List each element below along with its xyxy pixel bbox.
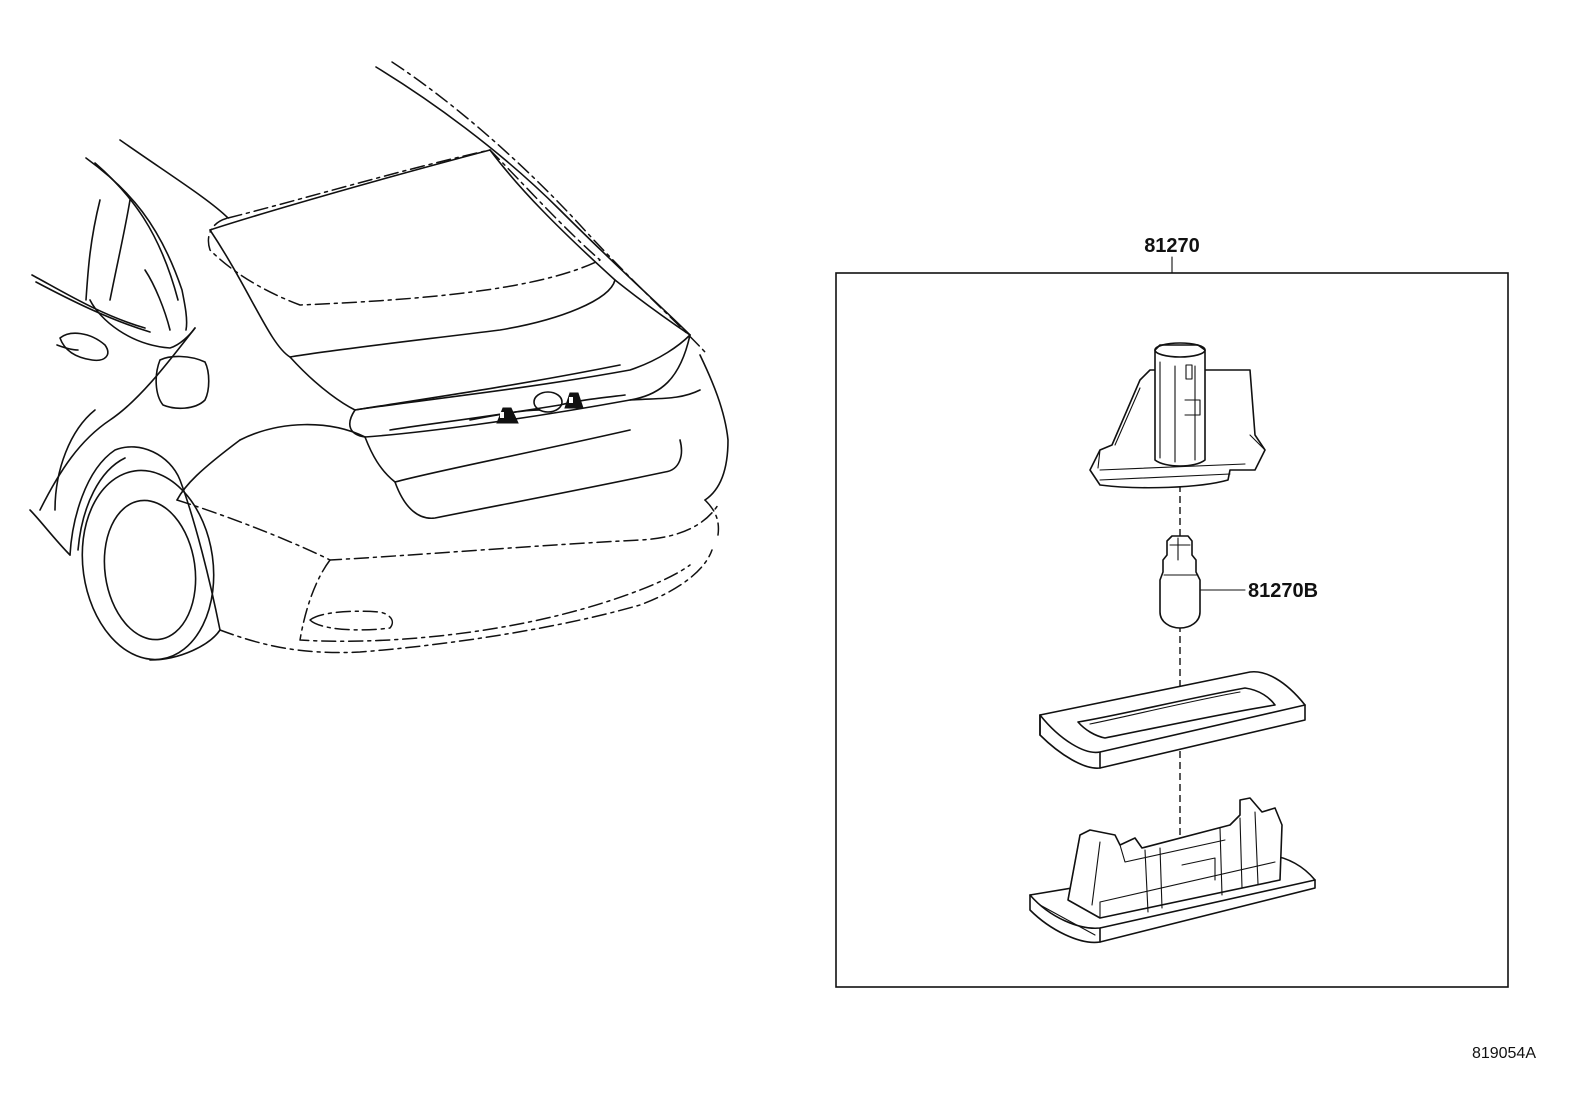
bulb-icon bbox=[1159, 535, 1201, 629]
bulb-part-number-label: 81270B bbox=[1248, 580, 1318, 602]
bulb-socket-icon bbox=[1089, 342, 1266, 489]
lens-housing-icon bbox=[1029, 797, 1316, 944]
emblem-icon bbox=[533, 391, 563, 413]
diagram-reference-number: 819054A bbox=[1472, 1045, 1536, 1062]
gasket-icon bbox=[1039, 670, 1306, 769]
callout-box: 81270 bbox=[835, 235, 1509, 988]
license-light-right-icon bbox=[564, 392, 584, 409]
assembly-part-number-label: 81270 bbox=[1144, 235, 1200, 257]
license-light-left-icon bbox=[496, 407, 519, 424]
car-rear-illustration bbox=[29, 61, 729, 661]
